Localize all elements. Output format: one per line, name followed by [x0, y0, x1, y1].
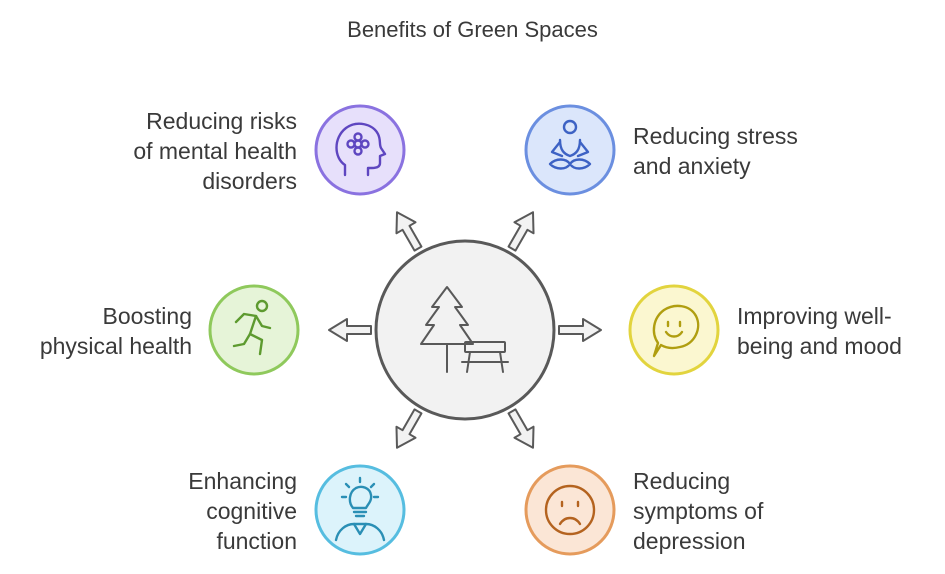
- label-depression-symptoms: Reducing symptoms of depression: [633, 468, 764, 554]
- head-flower-icon: [335, 122, 387, 177]
- label-wellbeing-mood: Improving well- being and mood: [737, 303, 902, 359]
- arrow-to-cognitive-function: [395, 408, 423, 449]
- label-cognitive-function: Enhancing cognitive function: [188, 468, 297, 554]
- label-stress-anxiety: Reducing stress and anxiety: [633, 123, 798, 179]
- node-depression-symptoms: [524, 464, 616, 556]
- node-mental-health-disorders: [314, 104, 406, 196]
- diagram-title: Benefits of Green Spaces: [347, 17, 598, 42]
- node-cognitive-function: [314, 464, 406, 556]
- meditation-icon: [548, 119, 592, 170]
- tree-and-bench-icon: [420, 286, 509, 373]
- arrow-to-wellbeing-mood: [558, 318, 602, 342]
- label-physical-health: Boosting physical health: [39, 303, 192, 359]
- running-person-icon: [232, 299, 272, 356]
- center-hub: [374, 239, 556, 421]
- arrow-to-physical-health: [328, 318, 372, 342]
- node-wellbeing-mood: [628, 284, 720, 376]
- lightbulb-head-icon: [334, 476, 386, 542]
- arrow-to-stress-anxiety: [507, 211, 535, 252]
- arrow-to-mental-health: [395, 211, 423, 252]
- arrow-to-depression: [507, 408, 535, 449]
- label-mental-health-disorders: Reducing risks of mental health disorder…: [133, 108, 297, 194]
- frown-face-icon: [544, 484, 596, 536]
- node-stress-anxiety: [524, 104, 616, 196]
- node-physical-health: [208, 284, 300, 376]
- smile-speech-icon: [652, 304, 700, 358]
